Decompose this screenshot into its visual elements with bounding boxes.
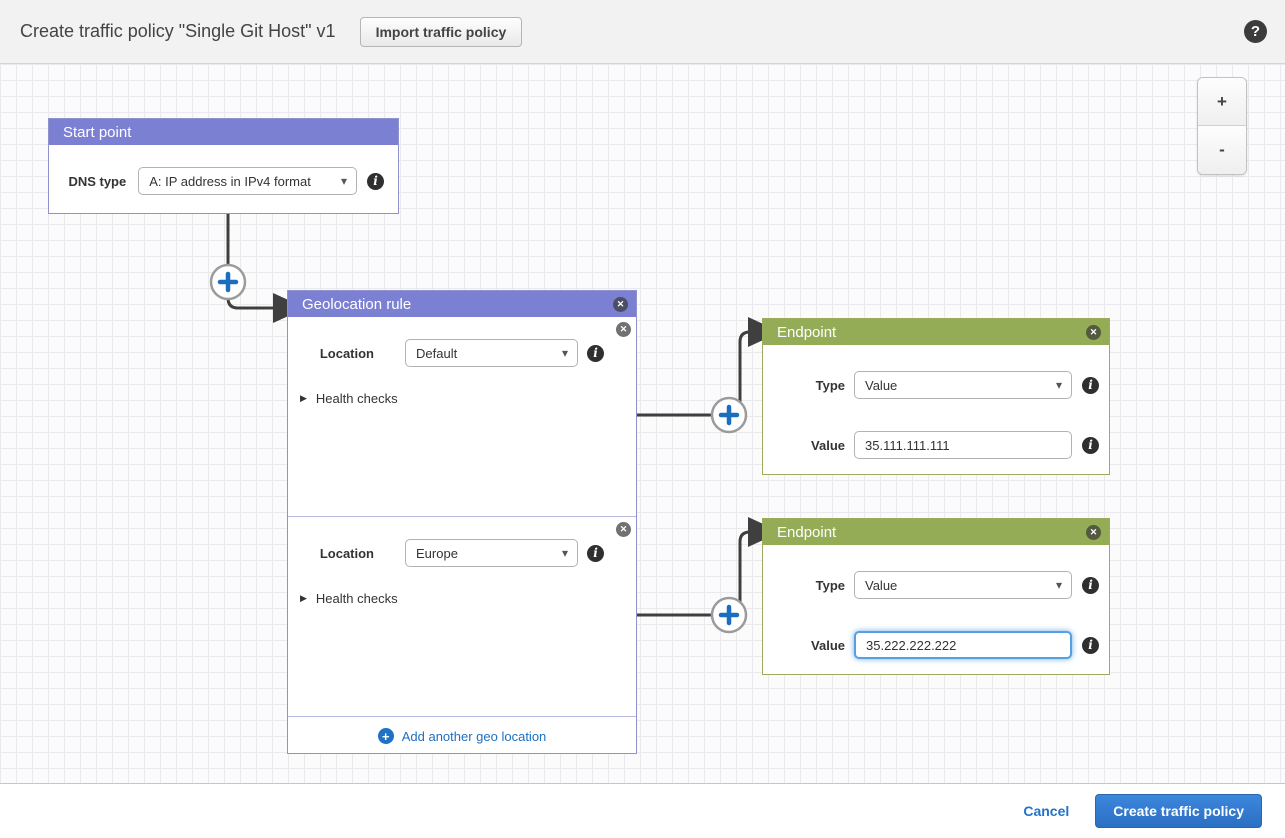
endpoint-type-selected-value: Value	[865, 377, 898, 393]
endpoint-value-label: Value	[811, 437, 845, 453]
endpoint-node-2: Endpoint ✕ Type Value ▾ i Value i	[762, 518, 1110, 675]
location-label: Location	[319, 345, 374, 361]
caret-down-icon: ▾	[340, 174, 347, 188]
endpoint-header: Endpoint ✕	[763, 319, 1109, 345]
plus-icon: +	[377, 728, 394, 744]
endpoint-title: Endpoint	[777, 323, 837, 341]
location-info-icon[interactable]: i	[587, 544, 604, 562]
location-select[interactable]: Default ▾	[405, 339, 578, 367]
health-checks-toggle[interactable]: ▶ Health checks	[300, 391, 636, 406]
dns-type-info-icon[interactable]: i	[367, 172, 384, 190]
zoom-in-button[interactable]: +	[1198, 78, 1246, 126]
geo-location-section-default: ✕ Location Default ▾ i ▶ Health checks	[288, 317, 636, 516]
connector-geo-to-endpoint-1	[637, 317, 781, 417]
health-checks-label: Health checks	[315, 591, 398, 606]
endpoint-type-info-icon[interactable]: i	[1082, 376, 1099, 394]
endpoint-value-info-icon[interactable]: i	[1082, 636, 1099, 654]
geolocation-rule-header: Geolocation rule ✕	[288, 291, 636, 317]
endpoint-header: Endpoint ✕	[763, 519, 1109, 545]
add-another-geo-location-label: Add another geo location	[401, 728, 547, 744]
add-another-geo-location-button[interactable]: + Add another geo location	[288, 716, 636, 755]
start-point-title: Start point	[63, 123, 132, 141]
zoom-out-button[interactable]: -	[1198, 126, 1246, 174]
collapsed-arrow-icon: ▶	[300, 393, 307, 403]
collapsed-arrow-icon: ▶	[300, 593, 307, 603]
location-selected-value: Europe	[416, 545, 458, 561]
dns-type-selected-value: A: IP address in IPv4 format	[149, 173, 311, 189]
endpoint-node-1: Endpoint ✕ Type Value ▾ i Value i	[762, 318, 1110, 475]
close-endpoint-icon[interactable]: ✕	[1086, 324, 1101, 340]
location-label: Location	[319, 545, 374, 561]
endpoint-value-info-icon[interactable]: i	[1082, 436, 1099, 454]
canvas-zoom-controls: + -	[1197, 77, 1247, 175]
action-bar: Cancel Create traffic policy	[0, 784, 1285, 838]
close-geolocation-rule-icon[interactable]: ✕	[613, 296, 628, 312]
location-info-icon[interactable]: i	[587, 344, 604, 362]
dns-type-label: DNS type	[68, 173, 127, 189]
connector-lines	[209, 214, 781, 634]
endpoint-type-select[interactable]: Value ▾	[854, 371, 1072, 399]
connector-geo-to-endpoint-2	[637, 517, 781, 617]
endpoint-value-label: Value	[811, 637, 845, 653]
endpoint-type-selected-value: Value	[865, 577, 898, 593]
remove-location-icon[interactable]: ✕	[616, 322, 631, 337]
endpoint-type-select[interactable]: Value ▾	[854, 571, 1072, 599]
add-connection-icon[interactable]	[710, 596, 748, 634]
caret-down-icon: ▾	[561, 346, 568, 360]
location-select[interactable]: Europe ▾	[405, 539, 578, 567]
create-traffic-policy-button[interactable]: Create traffic policy	[1095, 794, 1262, 828]
start-point-node: Start point DNS type A: IP address in IP…	[48, 118, 399, 214]
caret-down-icon: ▾	[561, 546, 568, 560]
page-title: Create traffic policy "Single Git Host" …	[20, 21, 336, 41]
geolocation-rule-title: Geolocation rule	[302, 295, 412, 313]
import-traffic-policy-button[interactable]: Import traffic policy	[359, 16, 523, 47]
health-checks-label: Health checks	[315, 391, 398, 406]
caret-down-icon: ▾	[1055, 378, 1062, 392]
remove-location-icon[interactable]: ✕	[616, 522, 631, 537]
top-bar: Create traffic policy "Single Git Host" …	[0, 0, 1285, 64]
health-checks-toggle[interactable]: ▶ Health checks	[300, 591, 636, 606]
location-selected-value: Default	[416, 345, 458, 361]
add-connection-icon[interactable]	[710, 396, 748, 434]
help-icon[interactable]: ?	[1244, 20, 1267, 43]
close-endpoint-icon[interactable]: ✕	[1086, 524, 1101, 540]
dns-type-select[interactable]: A: IP address in IPv4 format ▾	[138, 167, 357, 195]
endpoint-value-input[interactable]	[854, 431, 1072, 459]
endpoint-type-label: Type	[815, 377, 845, 393]
geo-location-section-europe: ✕ Location Europe ▾ i ▶ Health checks	[288, 516, 636, 716]
add-connection-icon[interactable]	[209, 263, 247, 301]
caret-down-icon: ▾	[1055, 578, 1062, 592]
policy-canvas[interactable]: + - Start point DNS type A: IP address i…	[0, 64, 1285, 784]
start-point-header: Start point	[49, 119, 398, 145]
endpoint-type-info-icon[interactable]: i	[1082, 576, 1099, 594]
endpoint-value-input-focused[interactable]	[854, 631, 1072, 659]
geolocation-rule-node: Geolocation rule ✕ ✕ Location Default ▾ …	[287, 290, 637, 754]
endpoint-type-label: Type	[815, 577, 845, 593]
cancel-button[interactable]: Cancel	[1023, 803, 1070, 819]
endpoint-title: Endpoint	[777, 523, 837, 541]
